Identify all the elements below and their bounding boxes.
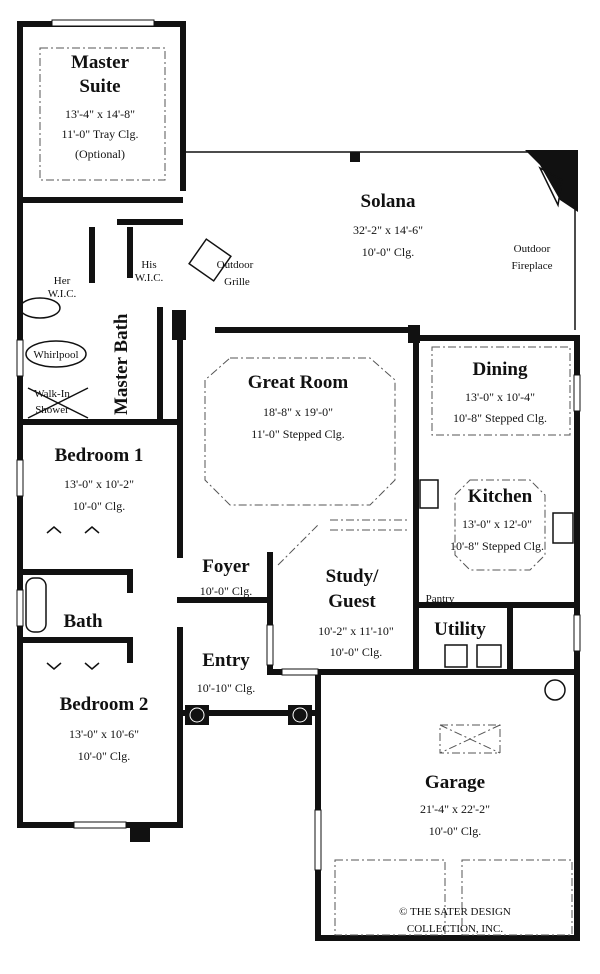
dining-size: 13'-0" x 10'-4" [465,390,535,404]
master-suite-size: 13'-4" x 14'-8" [65,107,135,121]
walk-in-shower-label-2: Shower [35,404,69,416]
solana-size: 32'-2" x 14'-6" [353,223,423,237]
kitchen-ceiling: 10'-8" Stepped Clg. [450,539,544,553]
study-size: 10'-2" x 11'-10" [318,624,394,638]
her-wic-label: Her [54,275,71,287]
master-suite-name-2: Suite [79,76,120,97]
solana-name: Solana [361,191,416,212]
dining-name: Dining [473,359,528,380]
garage-size: 21'-4" x 22'-2" [420,802,490,816]
foyer-ceiling: 10'-0" Clg. [200,584,252,598]
master-suite-ceiling: 11'-0" Tray Clg. [62,127,139,141]
garage-ceiling: 10'-0" Clg. [429,824,481,838]
fireplace-corner [525,150,578,212]
his-wic-label: His [141,259,156,271]
study-name: Study/ [326,566,380,587]
pantry-label: Pantry [426,593,455,605]
entry-ceiling: 10'-10" Clg. [197,681,255,695]
master-suite-name: Master [71,52,130,73]
master-suite-note: (Optional) [75,147,125,161]
dining-ceiling: 10'-8" Stepped Clg. [453,411,547,425]
kitchen-name: Kitchen [468,486,533,507]
fireplace-icon [538,166,563,208]
outdoor-grille-label-2: Grille [224,276,250,288]
foyer-name: Foyer [202,556,250,577]
outdoor-grille-label: Outdoor [217,259,254,271]
bedroom2-size: 13'-0" x 10'-6" [69,727,139,741]
entry-name: Entry [202,650,250,671]
great-room-ceiling: 11'-0" Stepped Clg. [251,427,345,441]
grille-icon [188,238,232,282]
whirlpool-label: Whirlpool [33,349,78,361]
master-bath-name: Master Bath [111,313,132,415]
utility-name: Utility [434,619,486,640]
bedroom1-name: Bedroom 1 [55,445,144,466]
walk-in-shower-label: Walk-In [34,388,70,400]
solana-ceiling: 10'-0" Clg. [362,245,414,259]
bedroom2-name: Bedroom 2 [60,694,149,715]
bedroom2-ceiling: 10'-0" Clg. [78,749,130,763]
great-room-size: 18'-8" x 19'-0" [263,405,333,419]
outdoor-fireplace-label: Outdoor [514,243,551,255]
his-wic-label-2: W.I.C. [135,272,164,284]
copyright-line2: COLLECTION, INC. [407,923,503,935]
great-room-name: Great Room [248,372,349,393]
room-labels: Master Suite 13'-4" x 14'-8" 11'-0" Tray… [33,52,552,935]
garage-name: Garage [425,772,485,793]
outdoor-fireplace-label-2: Fireplace [512,260,553,272]
bedroom1-ceiling: 10'-0" Clg. [73,499,125,513]
bath-name: Bath [63,611,103,632]
ceiling-outlines [19,47,574,936]
windows [16,19,581,871]
study-ceiling: 10'-0" Clg. [330,645,382,659]
kitchen-size: 13'-0" x 12'-0" [462,517,532,531]
copyright-line1: © THE SATER DESIGN [399,906,511,918]
her-wic-label-2: W.I.C. [48,288,77,300]
bedroom1-size: 13'-0" x 10'-2" [64,477,134,491]
study-name-2: Guest [328,591,376,612]
